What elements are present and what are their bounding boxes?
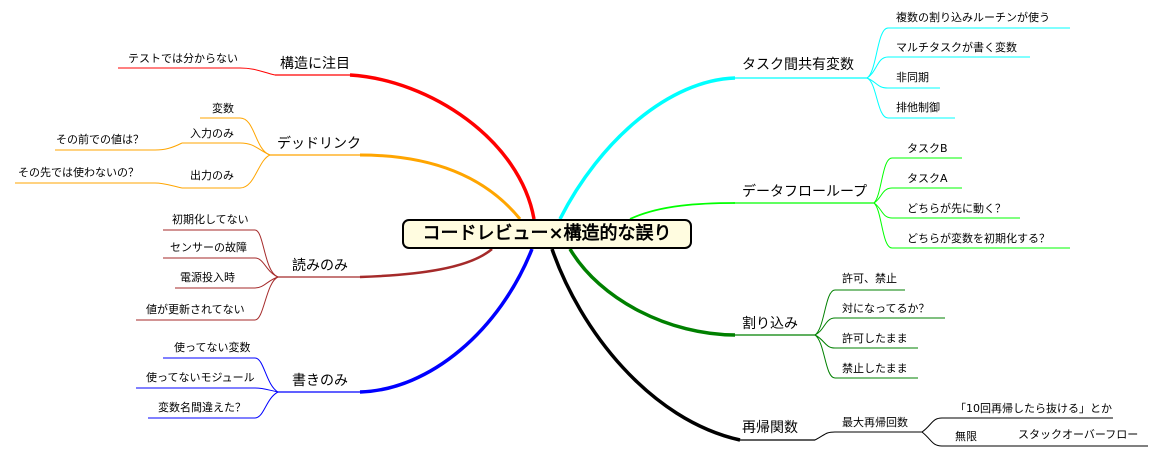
topic-dataflow[interactable]: データフローループ bbox=[742, 184, 868, 200]
subtopic-shared-1[interactable]: 複数の割り込みルーチンが使う bbox=[896, 11, 1050, 24]
subtopic-readonly-1[interactable]: 初期化してない bbox=[172, 213, 249, 226]
branch-shared-lines bbox=[558, 27, 1070, 220]
subtopic-interrupt-3[interactable]: 許可したまま bbox=[842, 332, 908, 345]
subtopic-dataflow-which-first[interactable]: どちらが先に動く？ bbox=[907, 202, 1006, 215]
subtopic-shared-3[interactable]: 非同期 bbox=[896, 71, 929, 84]
subtopic-dataflow-task-b[interactable]: タスクB bbox=[907, 142, 948, 155]
branch-writeonly-lines bbox=[136, 248, 534, 419]
topic-recursive[interactable]: 再帰関数 bbox=[742, 420, 798, 436]
subtopic-deadlink-input-only[interactable]: 入力のみ bbox=[190, 127, 234, 140]
subtopic-recursive-exit-after-10[interactable]: 「10回再帰したら抜ける」とか bbox=[955, 402, 1112, 415]
subtopic-readonly-3[interactable]: 電源投入時 bbox=[180, 271, 235, 284]
subtopic-recursive-infinite[interactable]: 無限 bbox=[955, 430, 977, 443]
subtopic-shared-2[interactable]: マルチタスクが書く変数 bbox=[896, 41, 1017, 54]
topic-readonly[interactable]: 読みのみ bbox=[292, 258, 348, 274]
topic-structure[interactable]: 構造に注目 bbox=[280, 56, 350, 72]
subtopic-interrupt-1[interactable]: 許可、禁止 bbox=[842, 272, 897, 285]
topic-writeonly[interactable]: 書きのみ bbox=[292, 373, 348, 389]
topic-interrupt[interactable]: 割り込み bbox=[742, 316, 798, 332]
subtopic-recursive-stack-overflow[interactable]: スタックオーバーフロー bbox=[1018, 428, 1139, 441]
branch-recursive-lines bbox=[550, 248, 1148, 447]
subtopic-interrupt-4[interactable]: 禁止したまま bbox=[842, 362, 908, 375]
subtopic-readonly-2[interactable]: センサーの故障 bbox=[170, 241, 247, 254]
subtopic-deadlink-prior-value[interactable]: その前での値は？ bbox=[56, 133, 144, 146]
topic-shared[interactable]: タスク間共有変数 bbox=[742, 57, 854, 73]
subtopic-deadlink-unused-after[interactable]: その先では使わないの？ bbox=[18, 166, 139, 179]
branch-deadlink-lines bbox=[15, 117, 522, 220]
subtopic-structure-1[interactable]: テストでは分からない bbox=[128, 52, 238, 65]
branch-interrupt-lines bbox=[568, 248, 945, 379]
subtopic-shared-4[interactable]: 排他制御 bbox=[896, 101, 940, 114]
branch-structure-lines bbox=[118, 67, 536, 220]
subtopic-deadlink-variable[interactable]: 変数 bbox=[212, 102, 234, 115]
topic-deadlink[interactable]: デッドリンク bbox=[277, 136, 361, 152]
central-topic[interactable]: コードレビュー×構造的な誤り bbox=[402, 219, 692, 249]
subtopic-interrupt-2[interactable]: 対になってるか？ bbox=[842, 302, 930, 315]
subtopic-writeonly-2[interactable]: 使ってないモジュール bbox=[146, 371, 255, 384]
subtopic-recursive-max-depth[interactable]: 最大再帰回数 bbox=[842, 416, 908, 429]
branch-dataflow-lines bbox=[629, 157, 1070, 249]
subtopic-deadlink-output-only[interactable]: 出力のみ bbox=[190, 169, 234, 182]
branch-readonly-lines bbox=[136, 229, 493, 321]
subtopic-dataflow-which-init[interactable]: どちらが変数を初期化する？ bbox=[907, 232, 1050, 245]
subtopic-writeonly-3[interactable]: 変数名間違えた？ bbox=[158, 401, 246, 414]
subtopic-dataflow-task-a[interactable]: タスクA bbox=[907, 172, 948, 185]
subtopic-writeonly-1[interactable]: 使ってない変数 bbox=[174, 341, 251, 354]
subtopic-readonly-4[interactable]: 値が更新されてない bbox=[146, 303, 245, 316]
